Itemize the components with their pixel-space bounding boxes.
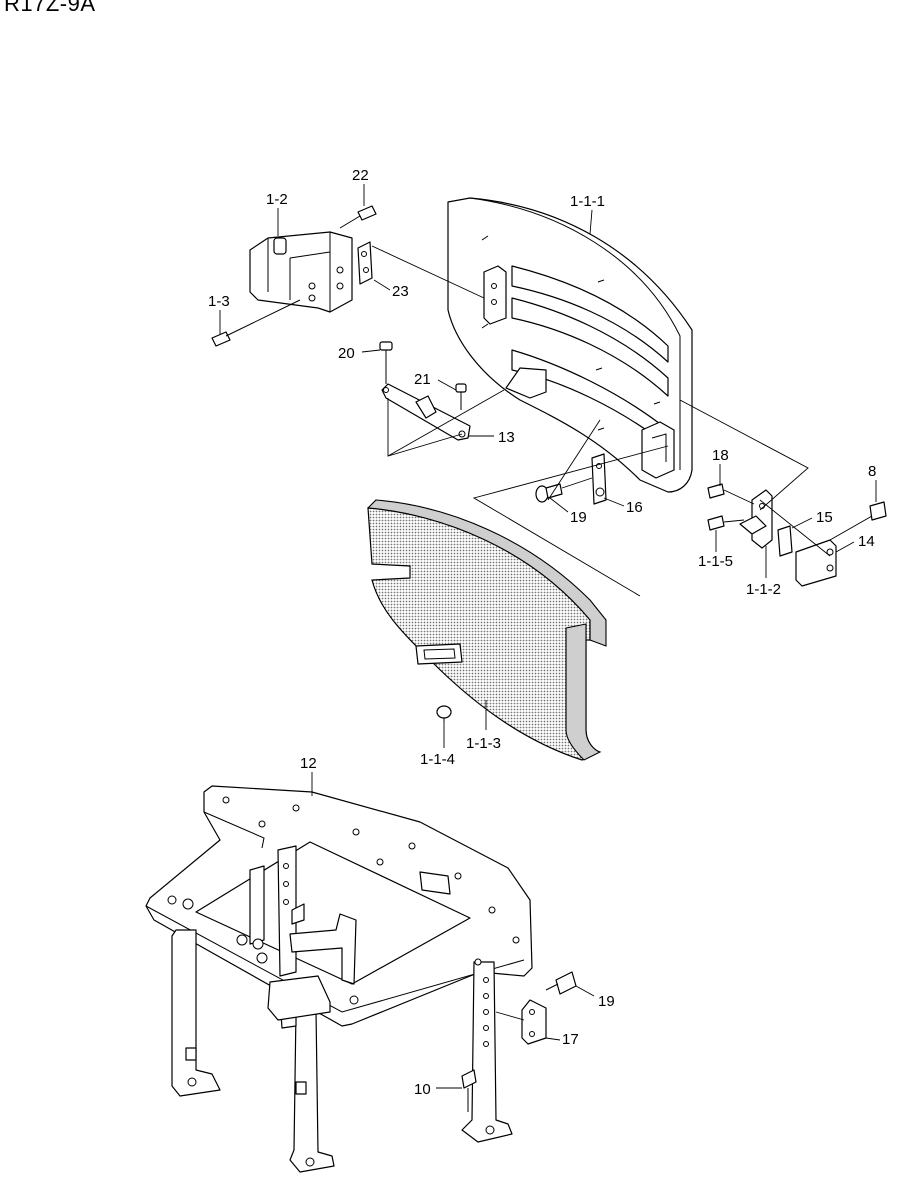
callout-16: 16	[626, 499, 643, 516]
callout-1-1-3: 1-1-3	[466, 735, 501, 752]
model-title: R17Z-9A	[4, 0, 96, 16]
plate-23-part	[357, 241, 373, 285]
bracket-14-part	[795, 539, 837, 587]
callout-19-upper: 19	[570, 509, 587, 526]
callouts: 22 1-2 1-1-1 23 1-3 20 21 13 18 8 19 16	[208, 167, 877, 1098]
clip-16-part	[591, 453, 607, 505]
callout-17: 17	[562, 1031, 579, 1048]
callout-23: 23	[392, 283, 409, 300]
callout-14: 14	[858, 533, 875, 550]
lever-13-part	[381, 383, 471, 457]
bolt-21-part	[455, 383, 467, 410]
callout-1-1-1: 1-1-1	[570, 193, 605, 210]
base-frame-part	[145, 785, 533, 1173]
leader-lines-upper	[371, 245, 831, 597]
plate-15-part	[777, 525, 793, 557]
bolt-1-3-part	[211, 299, 301, 347]
callout-13: 13	[498, 429, 515, 446]
callout-1-1-2: 1-1-2	[746, 581, 781, 598]
callout-1-1-5: 1-1-5	[698, 553, 733, 570]
hinge-bracket-part	[249, 231, 353, 313]
bolt-10-part	[461, 1069, 477, 1112]
callout-22: 22	[352, 167, 369, 184]
plate-17-part	[521, 999, 547, 1045]
bracket-1-1-2-part	[739, 489, 773, 549]
callout-12: 12	[300, 755, 317, 772]
bolt-22-part	[339, 205, 377, 229]
bolt-1-1-5-part	[707, 515, 725, 531]
bolt-19-lower-part	[545, 971, 577, 995]
callout-15: 15	[816, 509, 833, 526]
bolt-18-part	[707, 483, 725, 499]
callout-20: 20	[338, 345, 355, 362]
callout-18: 18	[712, 447, 729, 464]
bolt-19-upper-part	[535, 483, 563, 503]
seat-cushion-part	[367, 499, 607, 761]
seat-back-part	[447, 197, 693, 493]
callout-21: 21	[414, 371, 431, 388]
bolt-20-part	[379, 341, 393, 384]
callout-19-lower: 19	[598, 993, 615, 1010]
callout-1-1-4: 1-1-4	[420, 751, 455, 768]
leader-lines-lower	[495, 1011, 525, 1021]
pin-1-1-4-part	[436, 705, 452, 722]
callout-1-3: 1-3	[208, 293, 230, 310]
bolt-8-part	[829, 501, 887, 541]
callout-1-2: 1-2	[266, 191, 288, 208]
callout-10: 10	[414, 1081, 431, 1098]
callout-8: 8	[868, 463, 876, 480]
